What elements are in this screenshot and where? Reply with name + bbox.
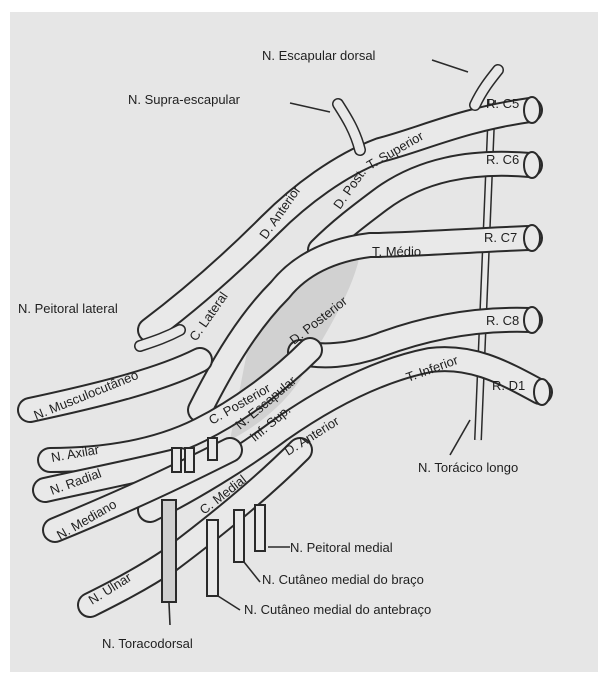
label-toracodorsal: N. Toracodorsal [102,636,193,651]
medial-cutaneous-arm-stub [234,510,244,562]
label-peitoral-lateral: N. Peitoral lateral [18,301,118,316]
label-rd1: R. D1 [492,378,525,393]
label-rc5: R. C5 [486,96,519,111]
label-supra-escapular: N. Supra-escapular [128,92,241,107]
label-cutaneo-antebraco: N. Cutâneo medial do antebraço [244,602,431,617]
label-cutaneo-braco: N. Cutâneo medial do braço [262,572,424,587]
medial-cutaneous-forearm-stub [207,520,218,596]
label-rc6: R. C6 [486,152,519,167]
label-rc7: R. C7 [484,230,517,245]
label-peitoral-medial: N. Peitoral medial [290,540,393,555]
label-rc8: R. C8 [486,313,519,328]
thoracodorsal-stub [162,500,176,602]
medial-pectoral-stub [255,505,265,551]
label-toracico-longo: N. Torácico longo [418,460,518,475]
label-escapular-dorsal: N. Escapular dorsal [262,48,376,63]
label-t-medio: T. Médio [372,244,421,259]
